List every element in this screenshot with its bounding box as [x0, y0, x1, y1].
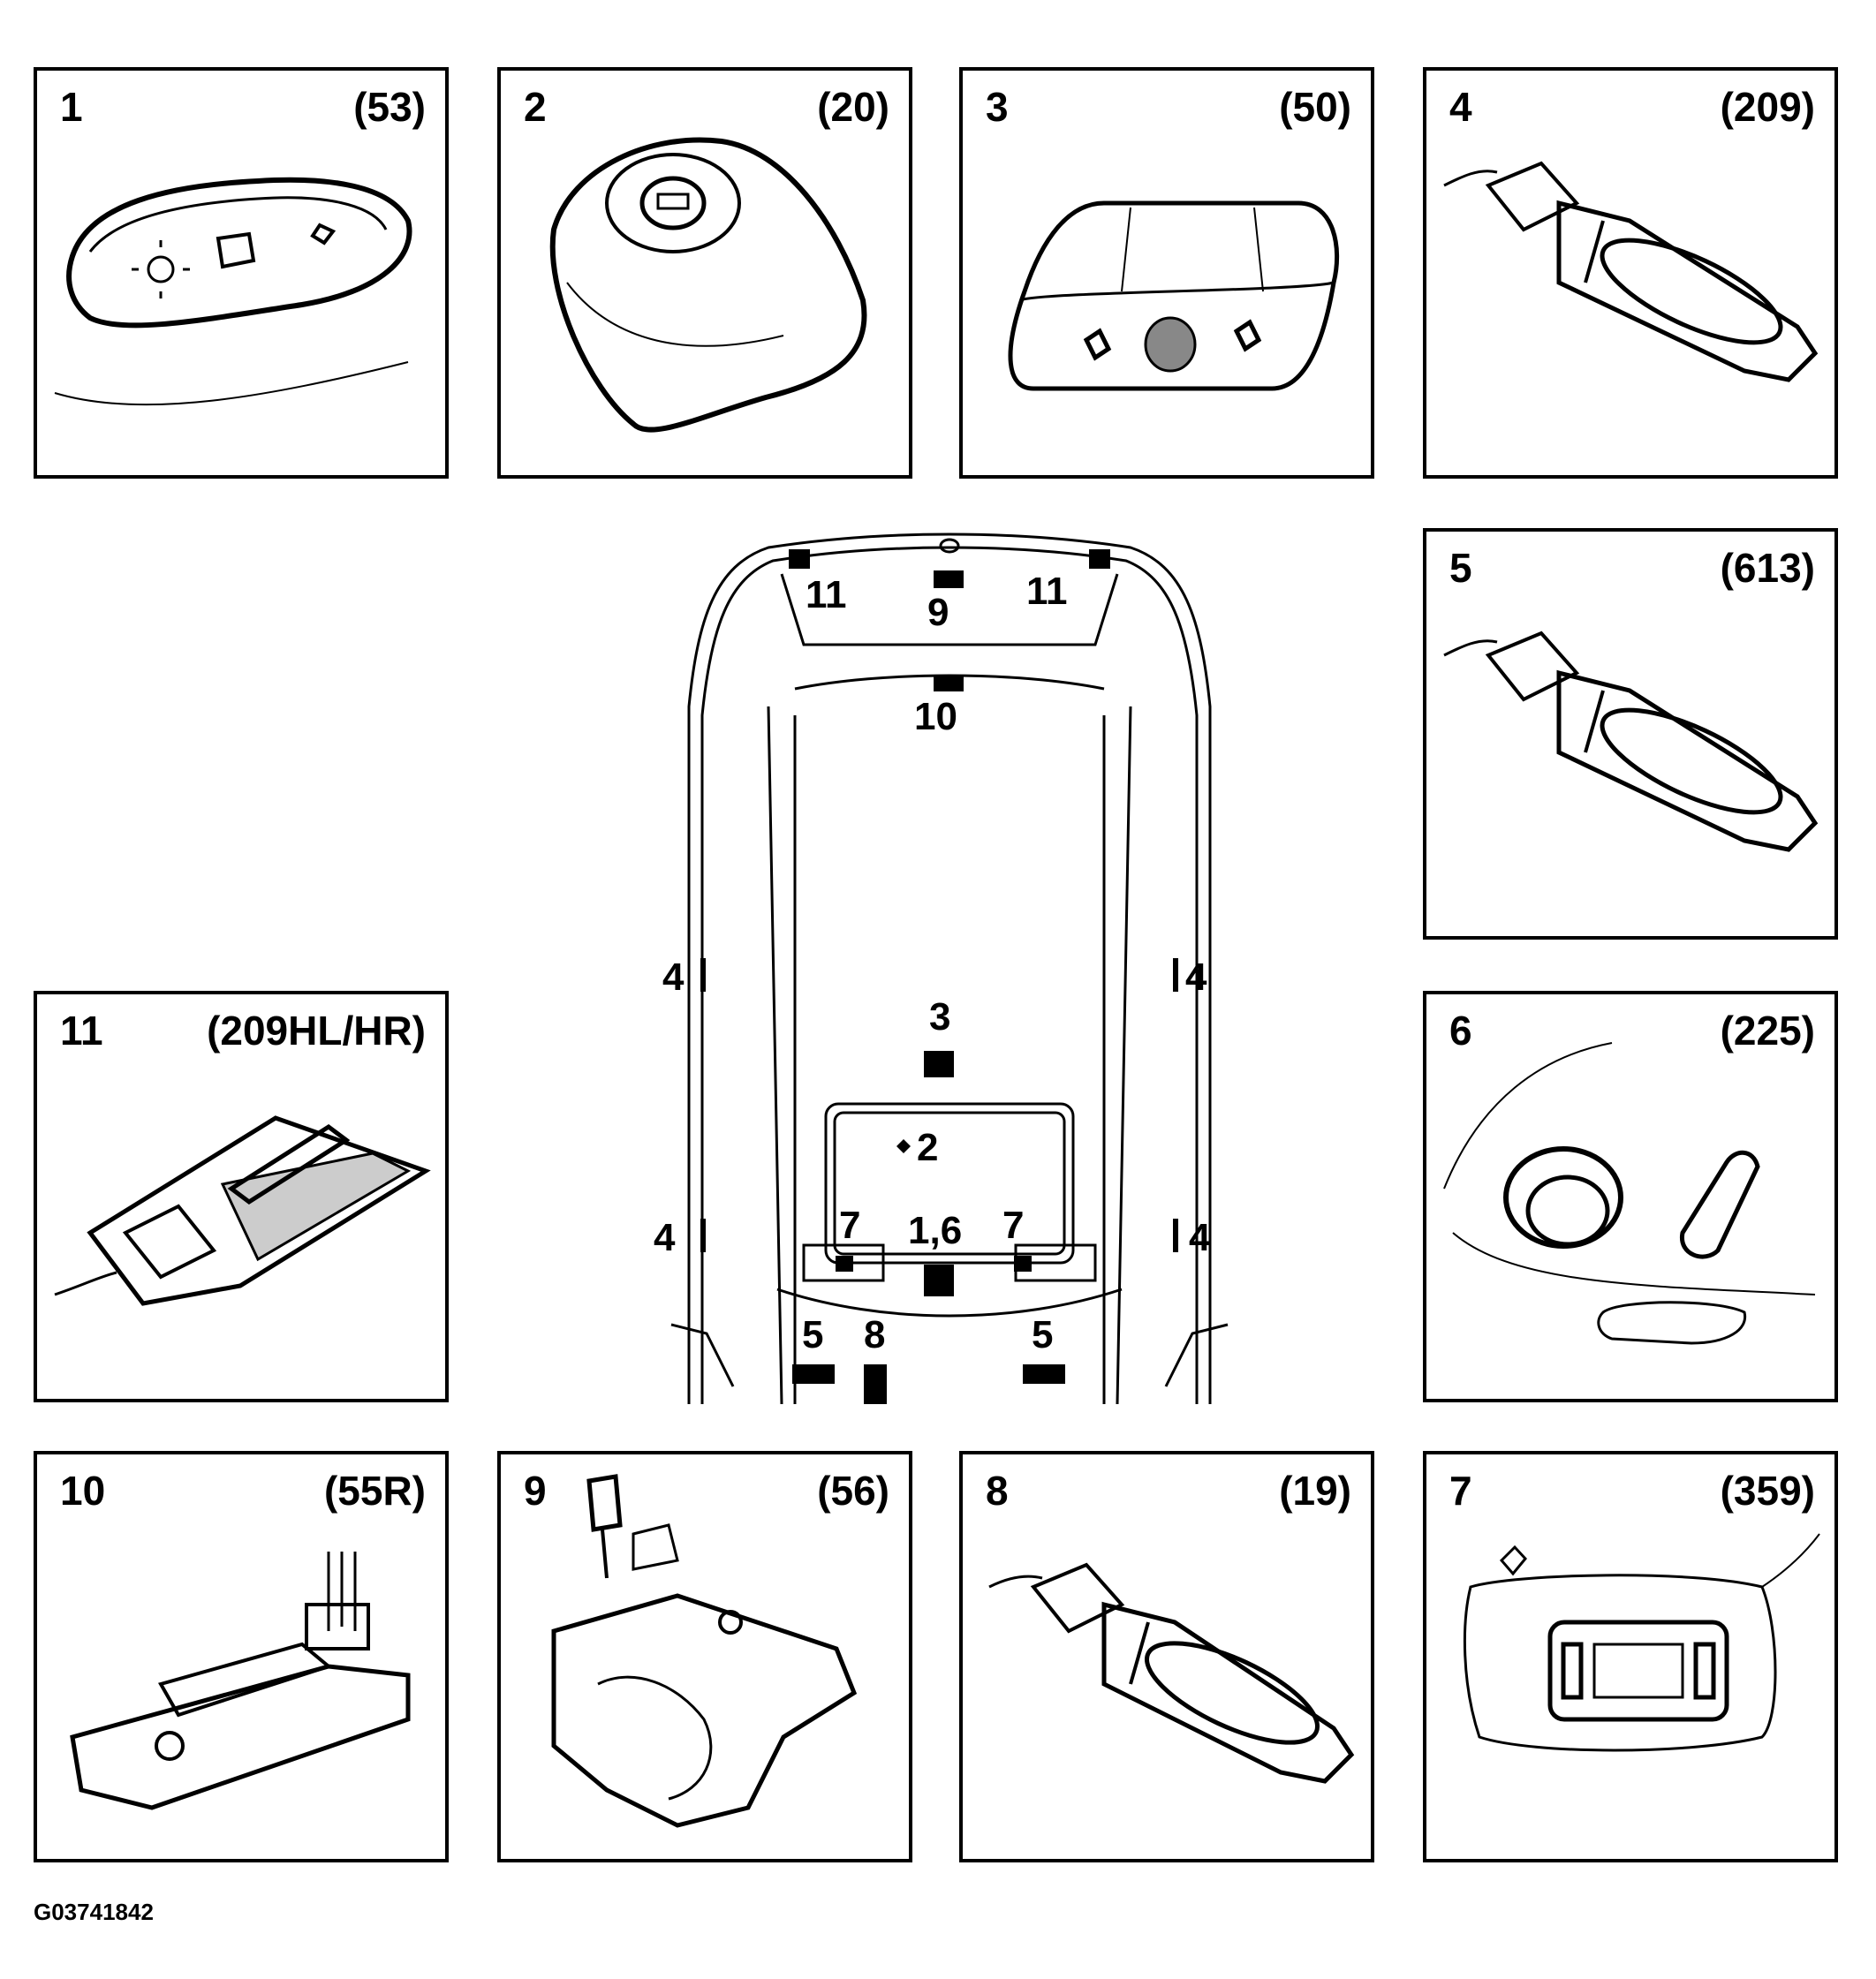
label-10: 10: [914, 695, 957, 738]
marker-3: [924, 1051, 954, 1077]
panel-number: 11: [60, 1008, 103, 1054]
marker-8: [864, 1364, 887, 1404]
panel-number: 6: [1449, 1008, 1472, 1054]
label-4-front-left: 4: [662, 956, 685, 999]
component-panel-6: 6 (225): [1423, 991, 1838, 1402]
component-panel-10: 10 (55R): [34, 1451, 449, 1862]
vehicle-top-view: 11 11 9 10 4 4 4 4 3 2 7 1,6 7 5 8 5: [654, 530, 1237, 1405]
label-11-left: 11: [806, 573, 847, 616]
marker-7-left: [836, 1256, 853, 1272]
marker-11-left: [789, 549, 810, 569]
panel-number: 3: [986, 84, 1009, 130]
panel-number: 9: [524, 1468, 547, 1514]
marker-4-rear-left: [700, 1219, 706, 1252]
vanity-lamp-illustration: [54, 1115, 431, 1306]
component-panel-5: 5 (613): [1423, 528, 1838, 940]
panel-code: (359): [1720, 1468, 1815, 1514]
vanity-mirror-lamp-illustration: [1463, 1533, 1820, 1752]
panel-code: (613): [1720, 545, 1815, 591]
marker-4-rear-right: [1173, 1219, 1178, 1252]
component-panel-1: 1 (53): [34, 67, 449, 479]
roof-switch-housing-illustration: [549, 137, 867, 433]
bulb-holder-illustration: [988, 1562, 1355, 1784]
marker-5-right: [1023, 1364, 1065, 1384]
component-panel-3: 3 (50): [959, 67, 1374, 479]
panel-code: (209HL/HR): [207, 1008, 426, 1054]
panel-code: (53): [353, 84, 426, 130]
marker-11-right: [1089, 549, 1110, 569]
marker-7-right: [1014, 1256, 1032, 1272]
label-4-front-right: 4: [1185, 956, 1207, 999]
panel-number: 1: [60, 84, 83, 130]
figure-id: G03741842: [34, 1899, 154, 1925]
marker-4-front-right: [1173, 958, 1178, 992]
marker-9: [934, 570, 964, 588]
license-plate-lamp-illustration: [70, 1552, 411, 1810]
panel-number: 7: [1449, 1468, 1472, 1514]
label-5-left: 5: [802, 1313, 824, 1356]
marker-1-6: [924, 1265, 954, 1296]
label-7-left: 7: [839, 1204, 861, 1247]
label-4-rear-right: 4: [1189, 1216, 1211, 1259]
panel-code: (19): [1279, 1468, 1351, 1514]
bulb-holder-illustration: [1443, 631, 1819, 852]
bulb-holder-illustration: [1443, 161, 1819, 382]
marker-4-front-left: [700, 958, 706, 992]
panel-number: 2: [524, 84, 547, 130]
component-panel-8: 8 (19): [959, 1451, 1374, 1862]
panel-number: 8: [986, 1468, 1009, 1514]
label-1-6: 1,6: [908, 1209, 963, 1252]
panel-code: (56): [817, 1468, 889, 1514]
label-9: 9: [927, 591, 949, 634]
ignition-switch-illustration: [1443, 1042, 1816, 1345]
interior-lamp-illustration: [1008, 200, 1340, 391]
label-7-right: 7: [1002, 1204, 1025, 1247]
panel-number: 10: [60, 1468, 106, 1514]
label-3: 3: [929, 995, 951, 1039]
label-8: 8: [864, 1313, 886, 1356]
panel-code: (50): [1279, 84, 1351, 130]
component-panel-7: 7 (359): [1423, 1451, 1838, 1862]
marker-5-left: [792, 1364, 835, 1384]
marker-2: [896, 1139, 911, 1153]
label-5-right: 5: [1032, 1313, 1054, 1356]
panel-code: (55R): [323, 1468, 426, 1514]
panel-code: (20): [817, 84, 889, 130]
tailgate-lock-switch-illustration: [551, 1474, 858, 1828]
label-4-rear-left: 4: [654, 1216, 676, 1259]
label-11-right: 11: [1026, 570, 1068, 613]
panel-number: 4: [1449, 84, 1472, 130]
component-panel-9: 9 (56): [497, 1451, 912, 1862]
panel-number: 5: [1449, 545, 1472, 591]
component-panel-11: 11 (209HL/HR): [34, 991, 449, 1402]
light-switch-panel-illustration: [54, 177, 412, 406]
panel-code: (225): [1720, 1008, 1815, 1054]
component-panel-4: 4 (209): [1423, 67, 1838, 479]
component-panel-2: 2 (20): [497, 67, 912, 479]
marker-10: [934, 676, 964, 691]
vehicle-outline-drawing: [670, 533, 1229, 1405]
label-2: 2: [917, 1126, 939, 1169]
panel-code: (209): [1720, 84, 1815, 130]
